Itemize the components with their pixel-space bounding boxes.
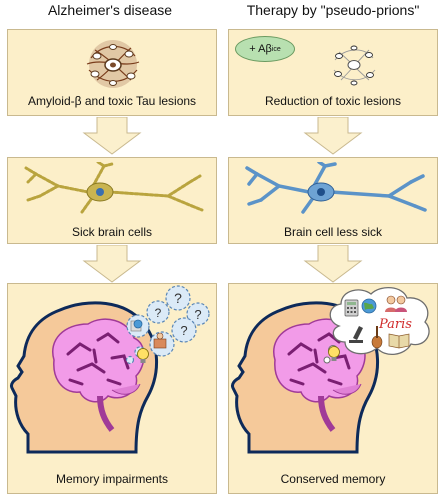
arrow-down-icon — [303, 117, 363, 155]
left-stage2-caption: Sick brain cells — [71, 225, 153, 239]
question-mark: ? — [155, 306, 162, 320]
right-stage2-panel: Brain cell less sick — [228, 157, 438, 244]
lightbulb-icon — [328, 346, 340, 361]
left-stage3-caption: Memory impairments — [55, 472, 169, 486]
paris-label: Paris — [378, 317, 412, 332]
left-stage3-panel: ? ? ? ? Memory impairments — [7, 283, 217, 494]
arrow-down-icon — [82, 117, 142, 155]
family-icon — [156, 332, 164, 340]
head-silhouette-icon — [10, 301, 159, 454]
microscope-icon — [349, 326, 363, 343]
plaque-cluster-icon — [86, 40, 140, 88]
treatment-badge-label: + Aβ — [249, 43, 272, 55]
right-stage3-caption: Conserved memory — [280, 472, 386, 486]
book-icon — [388, 333, 410, 349]
thought-bubble-icon: Paris — [323, 287, 430, 364]
right-stage3-panel: Paris Conserved memory — [228, 283, 438, 494]
arrow-down-icon — [82, 245, 142, 283]
right-column-title: Therapy by "pseudo-prions" — [246, 2, 420, 18]
left-stage1-caption: Amyloid-β and toxic Tau lesions — [27, 94, 197, 108]
globe-icon — [361, 298, 377, 314]
left-stage1-panel: Amyloid-β and toxic Tau lesions — [7, 29, 217, 116]
treatment-badge-subscript: ice — [271, 45, 281, 53]
thought-bubble-icon: ? ? ? ? — [125, 285, 210, 365]
lightbulb-icon — [137, 348, 149, 363]
arrow-down-icon — [303, 245, 363, 283]
plaque-cluster-icon — [333, 45, 376, 86]
left-column-title: Alzheimer's disease — [47, 2, 173, 18]
right-stage2-caption: Brain cell less sick — [283, 225, 383, 239]
neuron-icon — [24, 162, 204, 214]
guitar-icon — [371, 326, 383, 349]
family-icon — [385, 295, 407, 312]
left-stage2-panel: Sick brain cells — [7, 157, 217, 244]
neuron-icon — [245, 162, 427, 214]
right-stage1-caption: Reduction of toxic lesions — [264, 94, 402, 108]
book-icon — [153, 338, 167, 349]
globe-icon — [133, 319, 143, 329]
question-mark: ? — [174, 290, 182, 306]
question-mark: ? — [180, 323, 187, 338]
calculator-icon — [344, 299, 359, 317]
question-mark: ? — [194, 307, 201, 322]
